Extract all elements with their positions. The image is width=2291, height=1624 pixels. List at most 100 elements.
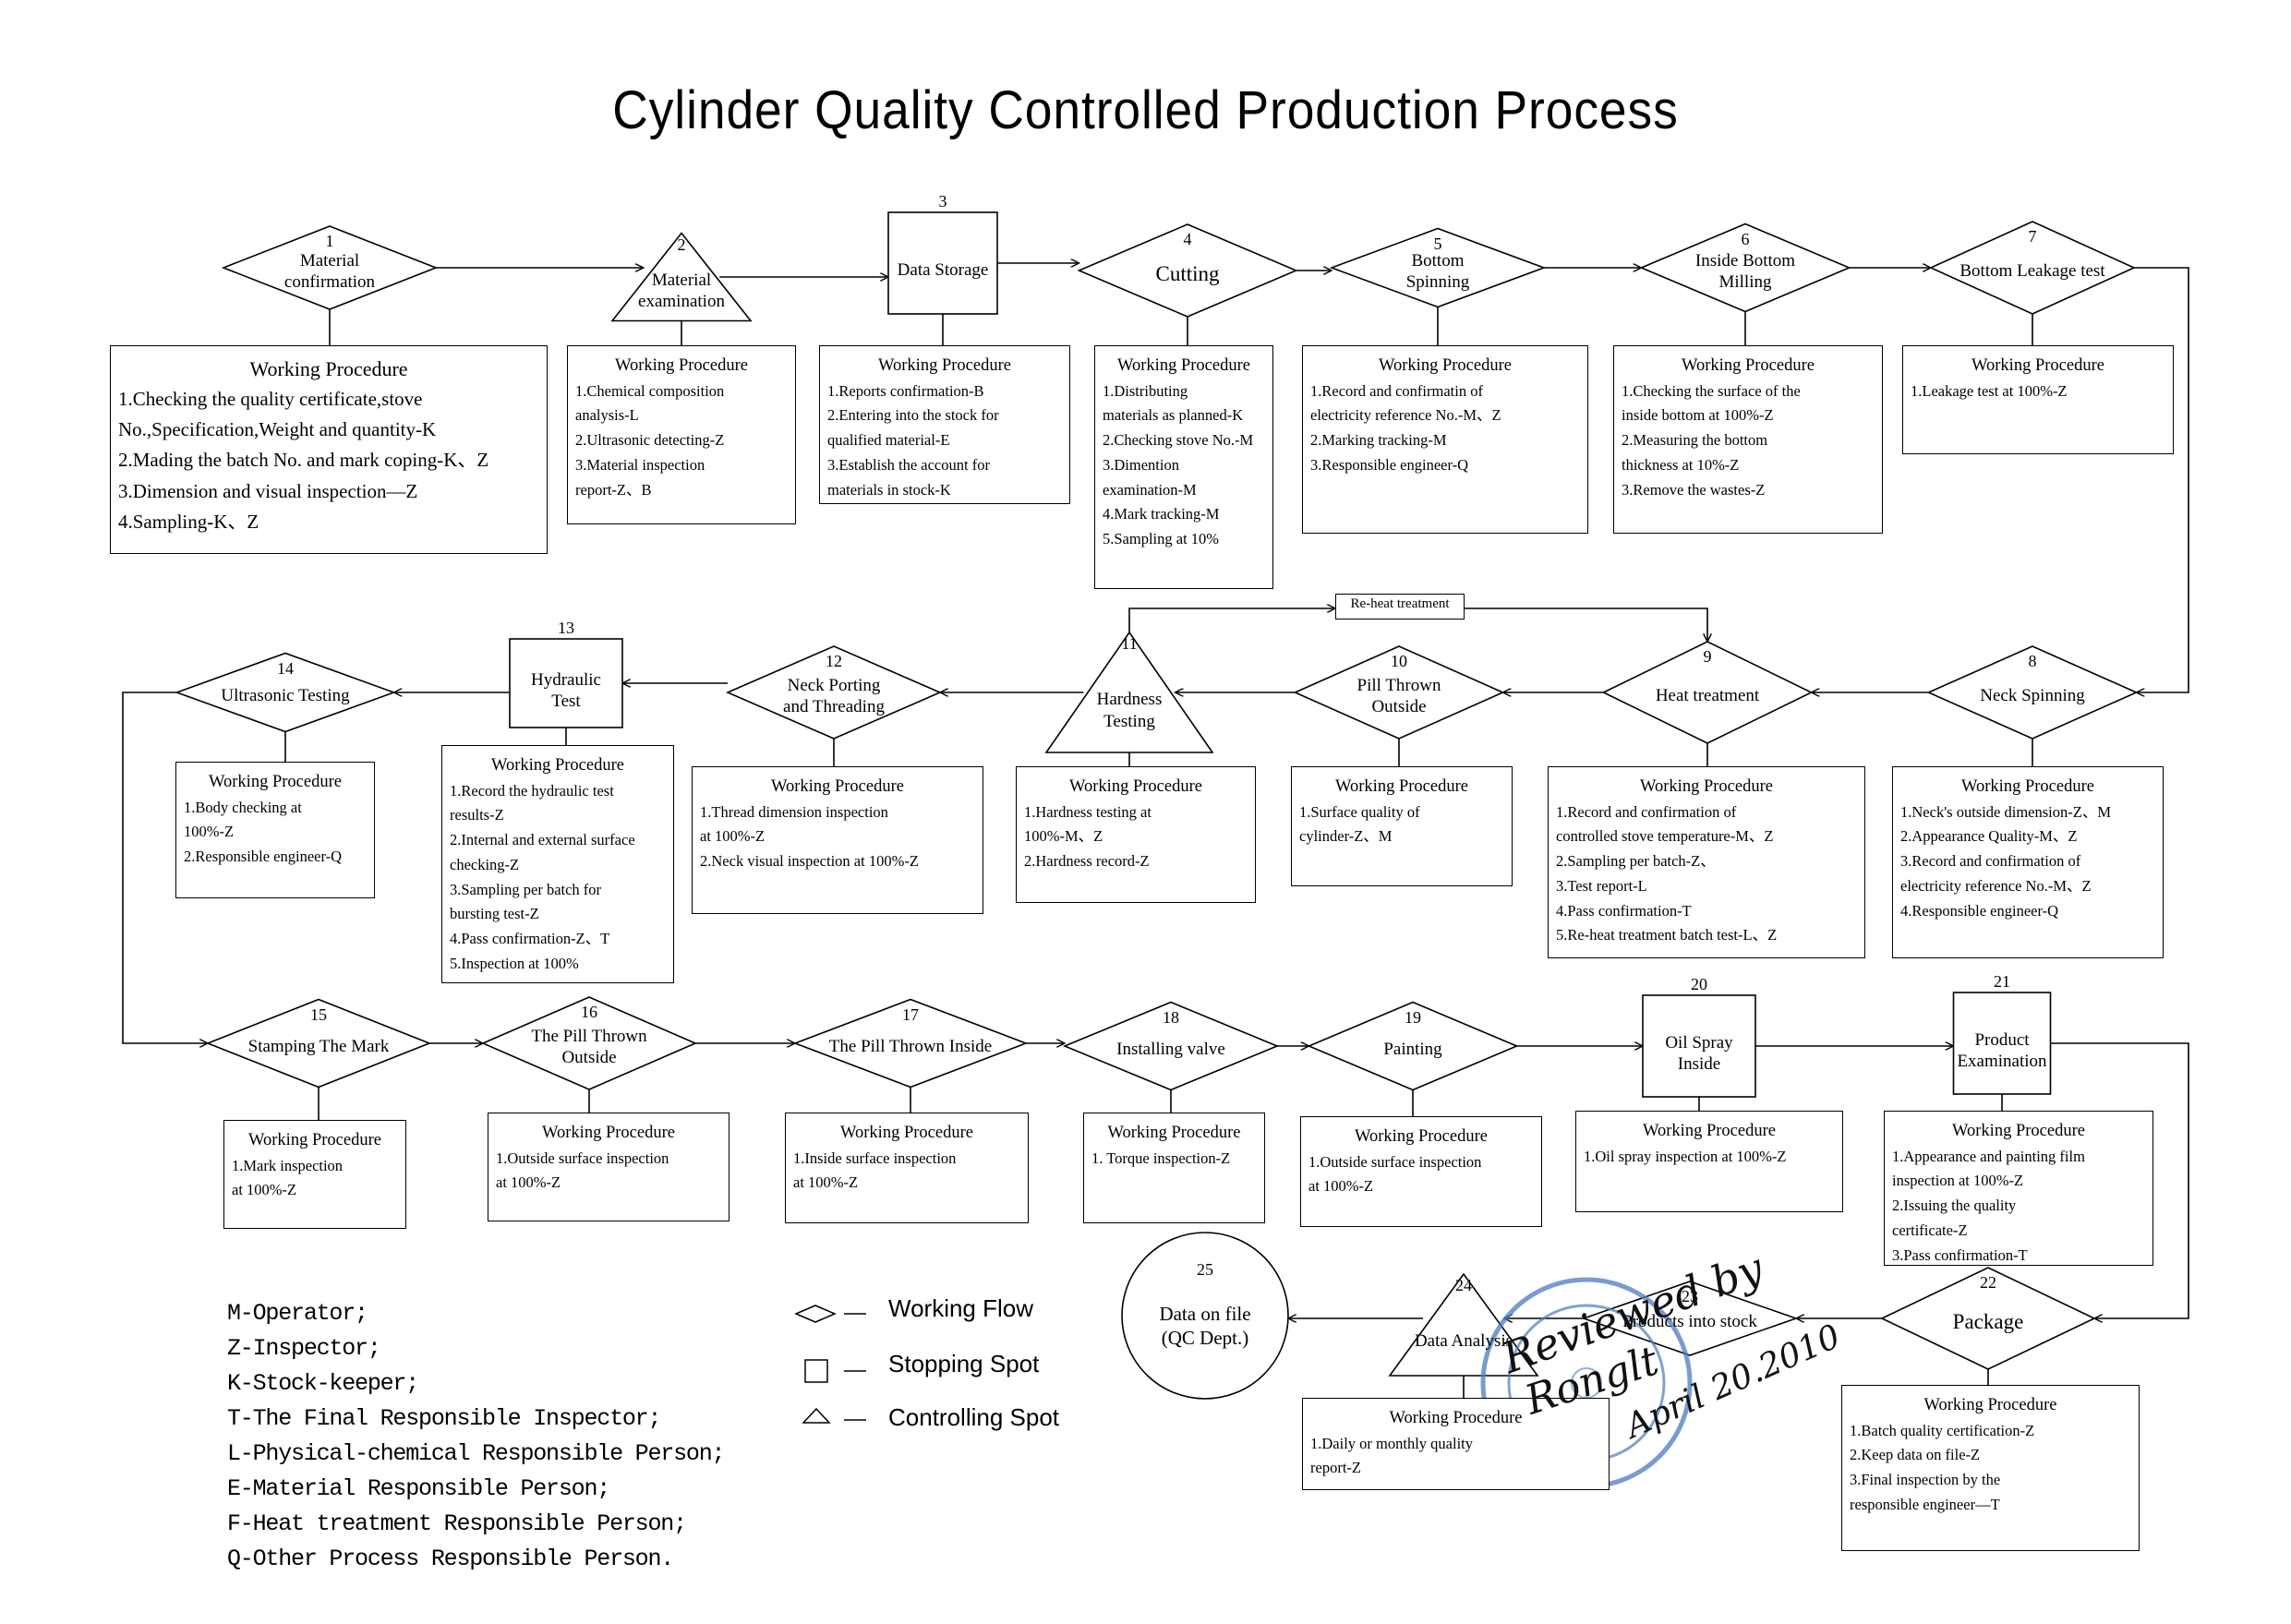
procedure-item: 2.Sampling per batch-Z、 xyxy=(1556,852,1716,871)
node-number: 13 xyxy=(558,619,574,637)
procedure-item: qualified material-E xyxy=(827,431,950,450)
procedure-item: 3.Test report-L xyxy=(1556,876,1647,895)
flow-arrow xyxy=(1465,607,1707,642)
key-line: L-Physical-chemical Responsible Person; xyxy=(227,1440,725,1467)
node-shape-10 xyxy=(1293,645,1505,740)
node-shape-25 xyxy=(1121,1232,1289,1400)
procedure-item: at 100%-Z xyxy=(232,1181,297,1199)
node-number: 25 xyxy=(1197,1260,1213,1279)
flow-arrow xyxy=(2134,267,2189,692)
procedure-heading: Working Procedure xyxy=(542,1124,675,1142)
node-number: 17 xyxy=(902,1004,919,1024)
node-shape-21 xyxy=(1952,992,2052,1095)
node-label: Oil Spray Inside xyxy=(1665,1032,1733,1074)
node-shape-6 xyxy=(1639,223,1851,313)
node-label: Product Examination xyxy=(1957,1029,2047,1071)
procedure-item: 1.Chemical composition xyxy=(575,381,725,400)
flow-arrow xyxy=(2050,1042,2189,1318)
node-number: 2 xyxy=(677,235,686,254)
procedure-item: cylinder-Z、M xyxy=(1299,827,1393,846)
node-number: 12 xyxy=(826,652,842,670)
procedure-heading: Working Procedure xyxy=(248,1131,381,1149)
procedure-box: Working Procedure 1.Mark inspection at 100… xyxy=(223,1120,406,1229)
flow-arrow xyxy=(122,692,208,1043)
procedure-item: 1.Batch quality certification-Z xyxy=(1850,1421,2035,1439)
legend-working-flow: Working Flow xyxy=(888,1294,1034,1322)
connectors xyxy=(122,263,2189,1398)
node-number: 11 xyxy=(1121,634,1138,653)
procedure-item: 1.Body checking at xyxy=(184,798,302,816)
node-number: 22 xyxy=(1980,1273,1996,1292)
node-number: 6 xyxy=(1741,229,1750,248)
procedure-item: 1.Daily or monthly quality xyxy=(1310,1434,1473,1452)
key-line: K-Stock-keeper; xyxy=(227,1370,419,1397)
procedure-item: materials in stock-K xyxy=(827,480,951,499)
procedure-item: 4.Pass confirmation-T xyxy=(1556,901,1692,920)
key-line: M-Operator; xyxy=(227,1300,368,1327)
procedure-heading: Working Procedure xyxy=(1107,1124,1241,1142)
legend-stopping-spot: Stopping Spot xyxy=(888,1350,1040,1377)
procedure-item: 2.Appearance Quality-M、Z xyxy=(1900,827,2078,846)
procedure-item: at 100%-Z xyxy=(1308,1177,1374,1196)
procedure-item: 3.Dimension and visual inspection—Z xyxy=(118,479,418,502)
procedure-item: 1.Record and confirmatin of xyxy=(1310,381,1483,400)
procedure-item: checking-Z xyxy=(450,855,520,873)
node-number: 23 xyxy=(1682,1287,1698,1305)
procedure-item: 2.Marking tracking-M xyxy=(1310,431,1447,450)
node-label: Ultrasonic Testing xyxy=(221,686,350,706)
procedure-item: at 100%-Z xyxy=(496,1173,561,1192)
node-number: 10 xyxy=(1391,652,1407,670)
procedure-item: 1.Checking the quality certificate,stove xyxy=(118,388,423,410)
procedure-item: 4.Mark tracking-M xyxy=(1103,505,1220,523)
procedure-item: 2.Ultrasonic detecting-Z xyxy=(575,431,725,450)
procedure-heading: Working Procedure xyxy=(1379,356,1512,375)
key-line: T-The Final Responsible Inspector; xyxy=(227,1405,661,1432)
procedure-item: electricity reference No.-M、Z xyxy=(1310,406,1501,425)
procedure-item: 5.Sampling at 10% xyxy=(1103,530,1220,548)
key-line: Z-Inspector; xyxy=(227,1335,381,1362)
node-shape-18 xyxy=(1062,1001,1280,1091)
node-label: Material examination xyxy=(638,271,725,312)
node-label: Cutting xyxy=(1155,261,1220,285)
procedure-heading: Working Procedure xyxy=(878,356,1011,375)
procedure-item: 2.Issuing the quality xyxy=(1892,1197,2017,1215)
node-label: Data Analysis xyxy=(1414,1330,1513,1351)
procedure-box: Working Procedure 1.Chemical composition a… xyxy=(567,345,796,524)
procedure-item: 1.Record the hydraulic test xyxy=(450,781,614,800)
procedure-heading: Working Procedure xyxy=(615,356,748,375)
flow-arrow xyxy=(1128,608,1335,632)
procedure-item: 1.Hardness testing at xyxy=(1024,802,1152,821)
key-line: F-Heat treatment Responsible Person; xyxy=(227,1510,687,1537)
node-shape-3 xyxy=(887,211,998,315)
node-label: Material confirmation xyxy=(283,250,376,292)
node-shape-11 xyxy=(1044,631,1214,753)
node-shape-8 xyxy=(1926,645,2139,740)
procedure-item: 1.Oil spray inspection at 100%-Z xyxy=(1584,1147,1787,1165)
procedure-item: controlled stove temperature-M、Z xyxy=(1556,827,1774,846)
procedure-heading: Working Procedure xyxy=(1335,777,1468,796)
node-shape-20 xyxy=(1642,994,1756,1098)
procedure-item: analysis-L xyxy=(575,406,639,425)
procedure-item: 1.Mark inspection xyxy=(232,1156,344,1174)
node-number: 4 xyxy=(1183,230,1192,248)
node-shape-4 xyxy=(1077,223,1298,318)
procedure-item: 1. Torque inspection-Z xyxy=(1091,1149,1231,1167)
node-number: 9 xyxy=(1703,647,1712,666)
node-label: Neck Porting and Threading xyxy=(783,675,885,716)
node-label: Inside Bottom Milling xyxy=(1694,250,1796,292)
procedure-item: 2.Mading the batch No. and mark coping-K… xyxy=(118,449,489,472)
procedure-box: Working Procedure 1. Torque inspection-Z xyxy=(1083,1113,1265,1223)
node-shape-7 xyxy=(1929,221,2136,315)
procedure-item: 3.Final inspection by the xyxy=(1850,1471,2001,1489)
procedure-heading: Working Procedure xyxy=(1952,1122,2085,1140)
node-shapes xyxy=(175,211,2139,1400)
key-line: Q-Other Process Responsible Person. xyxy=(227,1546,674,1572)
procedure-item: 1.Neck's outside dimension-Z、M xyxy=(1900,802,2111,821)
procedure-box: Working Procedure 1.Appearance and paint… xyxy=(1884,1111,2153,1266)
